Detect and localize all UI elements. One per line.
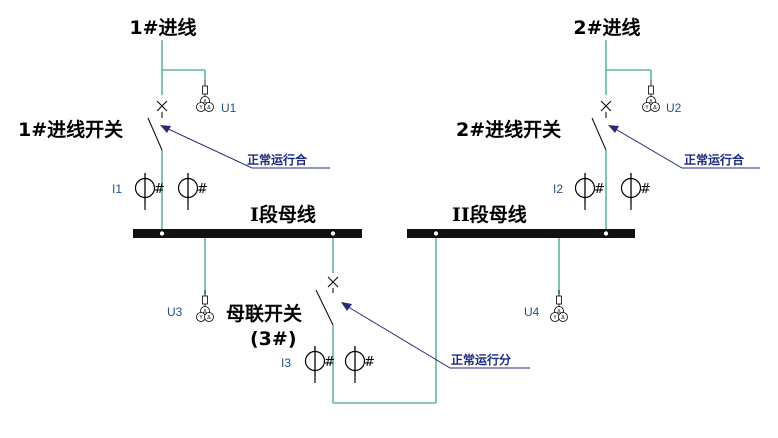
note-arrow-1	[160, 125, 330, 169]
note-normal-closed-2: 正常运行合	[684, 152, 745, 167]
bus-bar-1	[133, 229, 362, 238]
incoming-line-2	[574, 40, 660, 233]
current-transformer-2-icon	[177, 172, 209, 204]
voltage-transformer-u3-icon	[196, 289, 214, 322]
incoming-2-label: 2#进线	[573, 16, 640, 39]
tie-switch-label: 母联开关	[226, 302, 302, 325]
bus-2-label: II段母线	[452, 203, 527, 226]
tie-switch-branch	[304, 238, 437, 404]
u4-label: U4	[524, 305, 540, 319]
tie-breaker-icon	[315, 276, 339, 326]
i1-label: I1	[112, 182, 122, 196]
note-arrow-2	[608, 125, 760, 169]
current-transformer-i2-icon	[574, 172, 606, 204]
switch-1-label: 1#进线开关	[18, 118, 123, 141]
i2-label: I2	[553, 182, 563, 196]
tie-switch-number: (3#)	[250, 328, 297, 350]
current-transformer-4-icon	[620, 172, 652, 204]
voltage-transformer-u4-icon	[550, 289, 568, 322]
note-normal-closed-1: 正常运行合	[247, 152, 308, 167]
voltage-transformer-u1-icon	[196, 79, 214, 112]
u2-label: U2	[666, 101, 682, 115]
bus-2-vt-branch	[550, 238, 568, 322]
u3-label: U3	[167, 305, 183, 319]
current-transformer-6-icon	[344, 345, 376, 377]
current-transformer-i3-icon	[304, 345, 336, 377]
current-transformer-i1-icon	[134, 172, 166, 204]
i3-label: I3	[281, 356, 291, 370]
switch-1-breaker-icon	[147, 100, 168, 151]
bus-1-label: I段母线	[250, 203, 316, 226]
incoming-line-1	[134, 40, 214, 233]
bus-1-vt-branch	[196, 238, 214, 322]
note-arrow-3	[341, 302, 530, 369]
bus-bar-2	[407, 229, 635, 238]
u1-label: U1	[221, 101, 237, 115]
switch-2-label: 2#进线开关	[456, 118, 561, 141]
voltage-transformer-u2-icon	[642, 79, 660, 112]
incoming-1-label: 1#进线	[129, 16, 196, 39]
note-normal-open: 正常运行分	[451, 352, 511, 367]
switch-2-breaker-icon	[591, 100, 612, 151]
